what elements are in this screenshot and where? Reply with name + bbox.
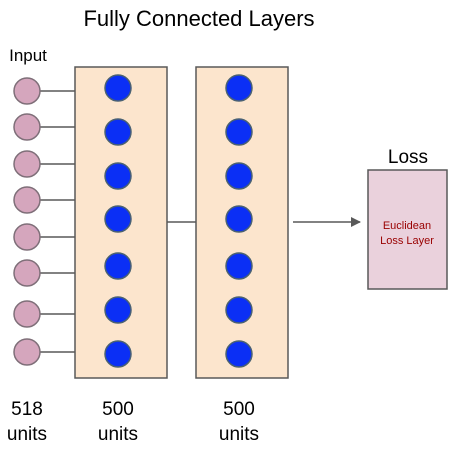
hidden-layer-2-node: [225, 74, 253, 102]
loss-box-line-2: Loss Layer: [380, 235, 434, 247]
hidden-layer-2-nodes: [225, 74, 253, 368]
input-node: [13, 338, 41, 366]
layer-2-units-count: 500: [223, 399, 255, 420]
input-node: [13, 77, 41, 105]
input-nodes: [13, 77, 41, 366]
hidden-layer-1-node: [104, 118, 132, 146]
hidden-layer-2-node: [225, 252, 253, 280]
layer-1-units-count: 500: [102, 399, 134, 420]
input-node: [13, 186, 41, 214]
hidden-layer-1-node: [104, 252, 132, 280]
input-label: Input: [9, 46, 47, 65]
hidden-layer-1-node: [104, 296, 132, 324]
layer-1-units-word: units: [98, 424, 138, 445]
hidden-layer-1-node: [104, 74, 132, 102]
loss-box-line-1: Euclidean: [383, 220, 431, 232]
hidden-layer-1-node: [104, 340, 132, 368]
diagram-title: Fully Connected Layers: [83, 6, 314, 31]
input-node: [13, 223, 41, 251]
input-node: [13, 150, 41, 178]
euclidean-loss-box: [367, 169, 448, 290]
hidden-layer-1-node: [104, 162, 132, 190]
hidden-layer-1-nodes: [104, 74, 132, 368]
hidden-layer-2-node: [225, 296, 253, 324]
layer-2-units-word: units: [219, 424, 259, 445]
hidden-layer-2-node: [225, 118, 253, 146]
input-node: [13, 113, 41, 141]
hidden-layer-2-node: [225, 340, 253, 368]
input-node: [13, 259, 41, 287]
input-units-word: units: [7, 424, 47, 445]
hidden-layer-1-node: [104, 205, 132, 233]
input-units-count: 518: [11, 399, 43, 420]
loss-label: Loss: [388, 147, 428, 168]
input-node: [13, 300, 41, 328]
hidden-layer-2-node: [225, 162, 253, 190]
hidden-layer-2-node: [225, 205, 253, 233]
